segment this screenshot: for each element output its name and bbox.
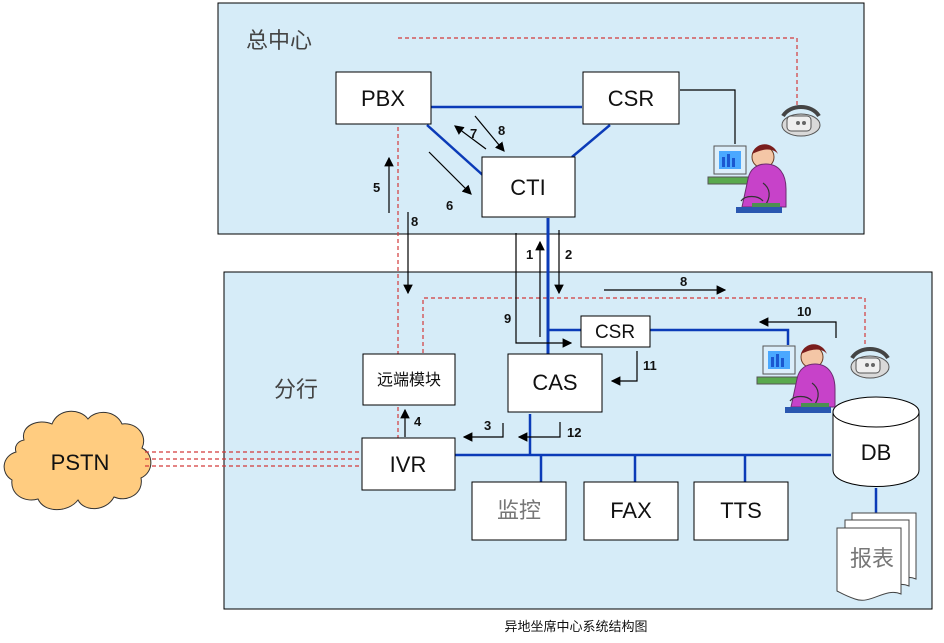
tts-label: TTS bbox=[720, 498, 762, 523]
branch-csr-label: CSR bbox=[595, 322, 635, 343]
step-3-label: 3 bbox=[484, 418, 491, 433]
branch-title: 分行 bbox=[274, 378, 318, 403]
ivr-node bbox=[361, 437, 456, 491]
remote-module-label: 远端模块 bbox=[377, 370, 441, 389]
branch-agent-icon bbox=[756, 344, 836, 413]
db-node: DB bbox=[832, 396, 920, 487]
branch-csr-node bbox=[580, 315, 651, 348]
report-label: 报表 bbox=[850, 547, 894, 572]
step-9-label: 9 bbox=[504, 311, 511, 326]
tts-node bbox=[693, 481, 789, 541]
fax-label: FAX bbox=[610, 498, 652, 523]
step-1-label: 1 bbox=[526, 247, 533, 262]
monitor-label: 监控 bbox=[497, 499, 541, 524]
pbx-node bbox=[335, 71, 432, 125]
ivr-label: IVR bbox=[390, 452, 427, 477]
step-8-hq-label: 8 bbox=[498, 123, 505, 138]
hq-csr-node bbox=[582, 71, 680, 125]
step-6-label: 6 bbox=[446, 198, 453, 213]
cas-node bbox=[507, 353, 603, 413]
pbx-cti-link bbox=[426, 124, 487, 179]
cti-node bbox=[481, 156, 576, 218]
step-10-arrow bbox=[758, 317, 837, 338]
hq-title: 总中心 bbox=[246, 29, 312, 54]
cas-label: CAS bbox=[532, 370, 577, 395]
step-8-hq-arrow bbox=[474, 115, 505, 152]
step-8-branch-label: 8 bbox=[680, 274, 687, 289]
db-label: DB bbox=[861, 440, 892, 465]
hq-csr-label: CSR bbox=[608, 86, 654, 111]
step-4-label: 4 bbox=[414, 414, 422, 429]
branch-phone-icon bbox=[850, 347, 890, 379]
hq-phone-icon bbox=[781, 105, 821, 137]
step-12-arrow bbox=[517, 422, 561, 442]
step-10-label: 10 bbox=[797, 304, 811, 319]
fax-node bbox=[583, 481, 679, 541]
step-9-arrow bbox=[515, 233, 573, 348]
step-6-arrow bbox=[428, 151, 472, 195]
hq-csr-agent-link bbox=[680, 89, 736, 144]
monitor-node bbox=[471, 481, 567, 541]
hq-phone-dashed bbox=[398, 37, 798, 108]
csr-agent-link bbox=[650, 328, 790, 345]
step-12-label: 12 bbox=[567, 425, 581, 440]
step-2-label: 2 bbox=[565, 247, 572, 262]
step-11-arrow bbox=[610, 351, 638, 386]
pstn-label: PSTN bbox=[51, 450, 110, 475]
remote-module-node bbox=[362, 353, 456, 406]
pbx-label: PBX bbox=[361, 86, 405, 111]
pstn-cloud: PSTN bbox=[3, 410, 152, 511]
report-document: 报表 bbox=[836, 512, 917, 601]
step-7-label: 7 bbox=[470, 126, 477, 141]
csr-cti-link bbox=[571, 124, 611, 158]
branch-panel bbox=[223, 271, 933, 610]
diagram-caption: 异地坐席中心系统结构图 bbox=[504, 619, 647, 635]
step-3-arrow bbox=[462, 423, 504, 442]
hq-agent-icon bbox=[707, 144, 787, 213]
branch-phone-dashed bbox=[422, 297, 866, 353]
step-8-link-label: 8 bbox=[411, 214, 418, 229]
cti-label: CTI bbox=[510, 175, 545, 200]
step-5-label: 5 bbox=[373, 180, 380, 195]
step-11-label: 11 bbox=[643, 358, 657, 373]
step-7-arrow bbox=[454, 125, 487, 150]
